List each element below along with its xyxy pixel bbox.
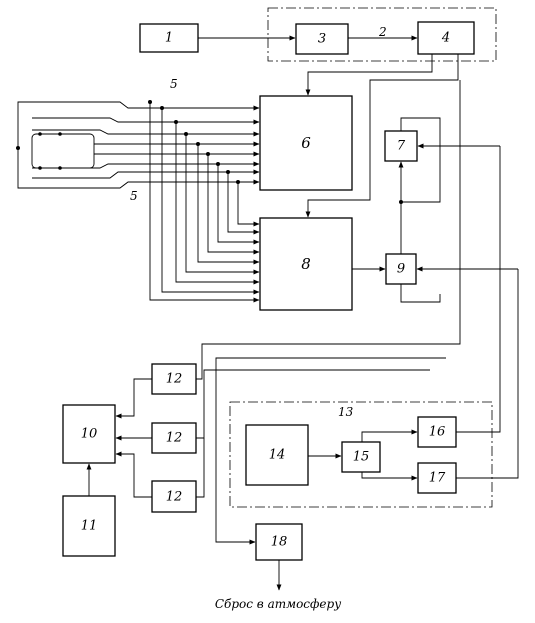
box-11: 11 [62,495,116,557]
box-3: 3 [295,23,349,55]
box-14-label: 14 [269,448,286,463]
box-9: 9 [385,253,417,285]
box-6: 6 [259,95,353,191]
box-17: 17 [417,462,457,494]
box-8-label: 8 [301,255,311,273]
box-12-top-label: 12 [166,372,183,387]
group-2-tag: 2 [378,25,387,39]
box-16-label: 16 [429,425,446,440]
group-2-frame [267,7,497,62]
box-12-bottom: 12 [151,480,197,513]
box-15: 15 [341,441,381,473]
box-12-middle-label: 12 [166,431,183,446]
box-12-bottom-label: 12 [166,490,183,505]
box-17-label: 17 [429,471,446,486]
box-8: 8 [259,217,353,311]
box-14: 14 [245,424,309,486]
exhaust-caption: Сброс в атмосферу [215,597,341,611]
box-12-top: 12 [151,363,197,395]
box-7-label: 7 [397,139,406,154]
box-12-middle: 12 [151,422,197,454]
box-11-label: 11 [81,519,98,534]
box-9-label: 9 [397,262,405,277]
group-13-frame [229,401,493,508]
box-10: 10 [62,404,116,464]
bus-5-top-tag: 5 [170,77,178,91]
box-7: 7 [384,130,418,162]
box-18-label: 18 [271,535,288,550]
bus-5-bottom-tag: 5 [130,189,138,203]
box-6-label: 6 [301,134,311,152]
box-4: 4 [417,21,475,55]
box-1: 1 [139,23,199,53]
connectors [16,35,519,591]
box-15-label: 15 [353,450,370,465]
group-13-tag: 13 [338,405,354,419]
box-4-label: 4 [441,31,450,46]
box-18: 18 [255,523,303,561]
box-10-label: 10 [81,427,98,442]
box-3-label: 3 [318,32,326,47]
box-16: 16 [417,416,457,448]
box-1-label: 1 [165,31,173,46]
